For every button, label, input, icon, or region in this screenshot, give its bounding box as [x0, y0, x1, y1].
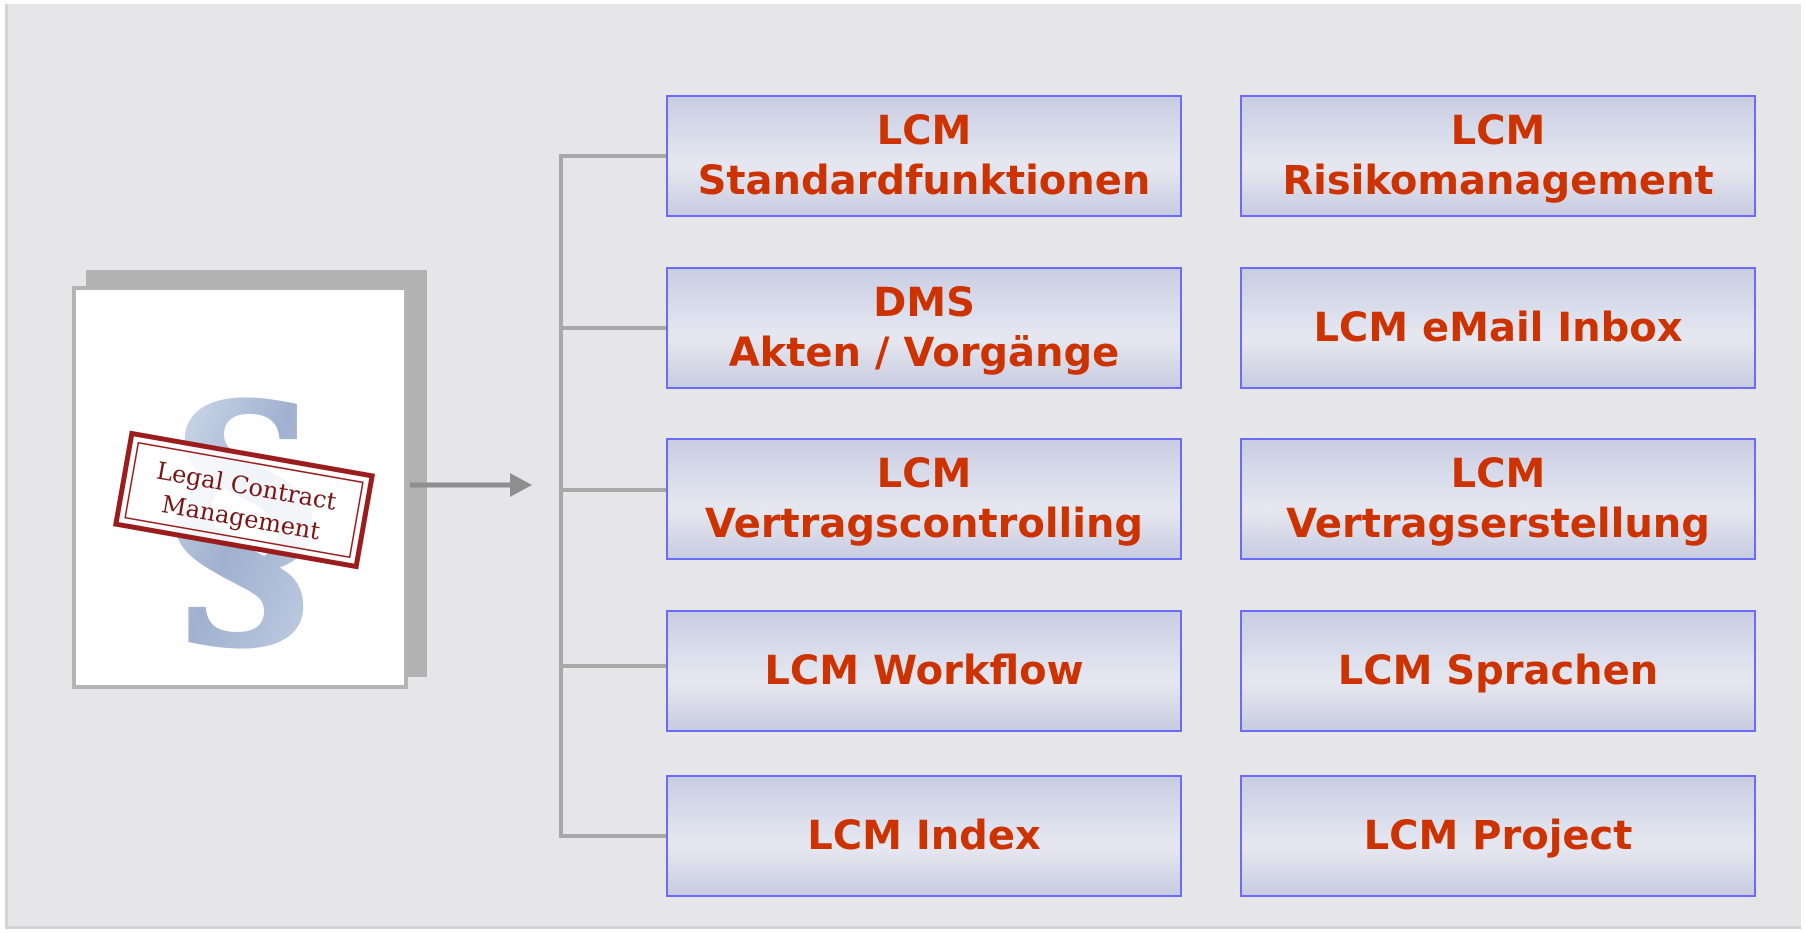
module-project[interactable]: LCM Project	[1240, 775, 1756, 897]
module-dms-akten[interactable]: DMS Akten / Vorgänge	[666, 267, 1182, 389]
module-email-inbox[interactable]: LCM eMail Inbox	[1240, 267, 1756, 389]
connector-vertical	[559, 154, 563, 838]
connector-branch-3	[559, 488, 667, 492]
module-standardfunktionen[interactable]: LCM Standardfunktionen	[666, 95, 1182, 217]
lcm-logo-document: § Legal Contract Management	[72, 286, 408, 689]
connector-branch-5	[559, 834, 667, 838]
paragraph-stamp-logo: § Legal Contract Management	[112, 338, 376, 685]
module-index[interactable]: LCM Index	[666, 775, 1182, 897]
module-vertragscontrolling[interactable]: LCM Vertragscontrolling	[666, 438, 1182, 560]
module-workflow[interactable]: LCM Workflow	[666, 610, 1182, 732]
connector-branch-4	[559, 664, 667, 668]
module-sprachen[interactable]: LCM Sprachen	[1240, 610, 1756, 732]
connector-branch-1	[559, 154, 667, 158]
module-vertragserstellung[interactable]: LCM Vertragserstellung	[1240, 438, 1756, 560]
module-risikomanagement[interactable]: LCM Risikomanagement	[1240, 95, 1756, 217]
stamp: Legal Contract Management	[112, 430, 376, 570]
connector-branch-2	[559, 326, 667, 330]
